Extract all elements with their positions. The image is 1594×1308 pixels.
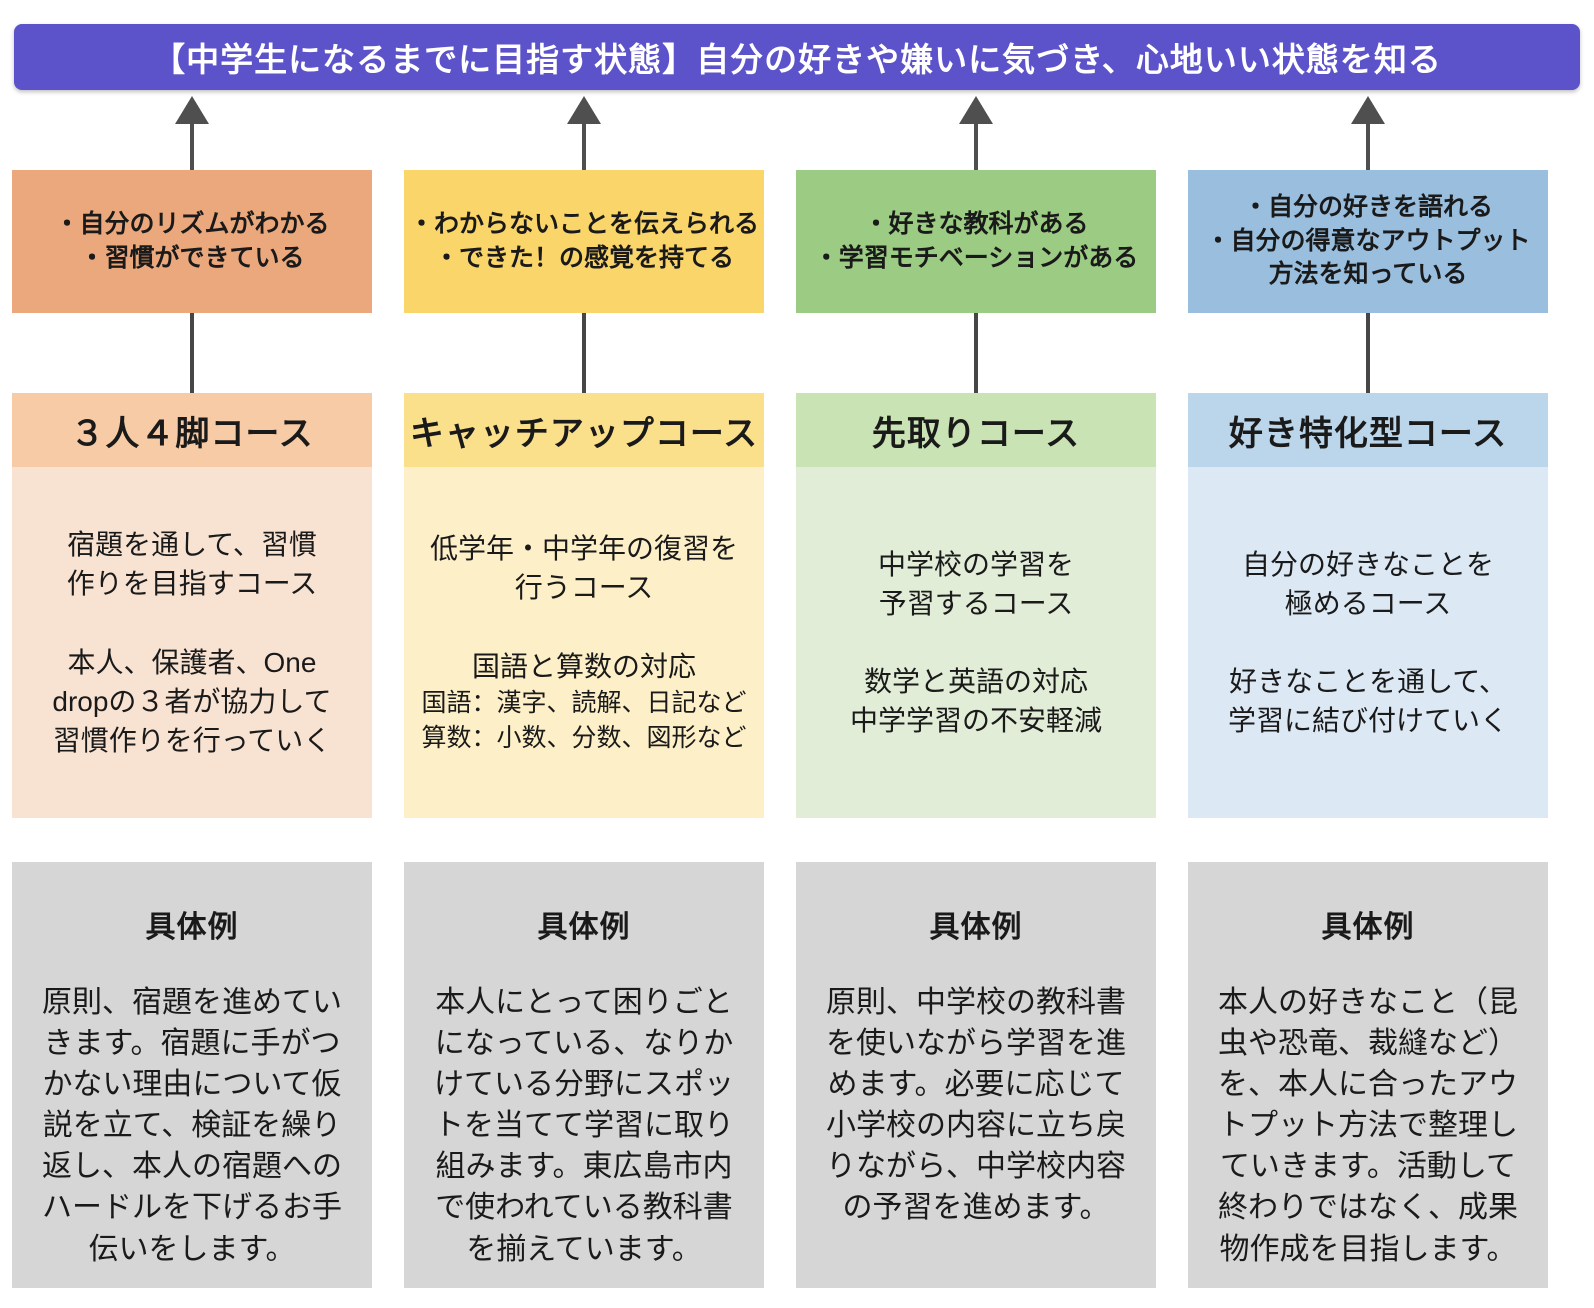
example-box: 具体例 本人の好きなこと（昆 虫や恐竜、裁縫など） を、本人に合ったアウ トプッ… xyxy=(1188,862,1548,1288)
example-title: 具体例 xyxy=(537,911,631,944)
arrow-shaft xyxy=(1366,124,1370,170)
example-box: 具体例 原則、宿題を進めてい きます。宿題に手がつ かない理由について仮 説を立… xyxy=(12,862,372,1288)
course-description-text: 中学校の学習を 予習するコース 数学と英語の対応 中学学習の不安軽減 xyxy=(849,548,1102,737)
arrow-head-icon xyxy=(567,96,601,124)
course-column-3: ・好きな教科がある ・学習モチベーションがある 先取りコース 中学校の学習を 予… xyxy=(796,0,1156,1308)
arrow-up-icon xyxy=(567,96,601,170)
arrow-up-icon xyxy=(175,96,209,170)
arrow-shaft xyxy=(190,124,194,170)
connector-line xyxy=(1366,313,1370,393)
course-description-text: 宿題を通して、習慣 作りを目指すコース 本人、保護者、One dropの３者が協… xyxy=(52,528,332,756)
example-text: 原則、宿題を進めてい きます。宿題に手がつ かない理由について仮 説を立て、検証… xyxy=(42,986,342,1266)
course-title: 先取りコース xyxy=(796,393,1156,467)
example-title: 具体例 xyxy=(929,911,1023,944)
course-description-text: 自分の好きなことを 極めるコース 好きなことを通して、 学習に結び付けていく xyxy=(1227,548,1508,737)
arrow-shaft xyxy=(582,124,586,170)
course-description: 低学年・中学年の復習を 行うコース 国語と算数の対応 国語：漢字、読解、日記など… xyxy=(404,467,764,818)
example-title: 具体例 xyxy=(1321,911,1415,944)
connector-line xyxy=(974,313,978,393)
course-description: 自分の好きなことを 極めるコース 好きなことを通して、 学習に結び付けていく xyxy=(1188,467,1548,818)
example-text: 本人の好きなこと（昆 虫や恐竜、裁縫など） を、本人に合ったアウ トプット方法で… xyxy=(1218,986,1518,1266)
connector-line xyxy=(582,313,586,393)
course-description-subtext: 国語：漢字、読解、日記など 算数：小数、分数、図形など xyxy=(421,688,747,752)
arrow-head-icon xyxy=(175,96,209,124)
course-description: 宿題を通して、習慣 作りを目指すコース 本人、保護者、One dropの３者が協… xyxy=(12,467,372,818)
course-column-1: ・自分のリズムがわかる ・習慣ができている ３人４脚コース 宿題を通して、習慣 … xyxy=(12,0,372,1308)
example-title: 具体例 xyxy=(145,911,239,944)
arrow-shaft xyxy=(974,124,978,170)
arrow-up-icon xyxy=(1351,96,1385,170)
goal-box: ・わからないことを伝えられる ・できた！の感覚を持てる xyxy=(404,170,764,313)
goal-box: ・自分のリズムがわかる ・習慣ができている xyxy=(12,170,372,313)
arrow-head-icon xyxy=(1351,96,1385,124)
course-title: キャッチアップコース xyxy=(404,393,764,467)
goal-banner: 【中学生になるまでに目指す状態】自分の好きや嫌いに気づき、心地いい状態を知る xyxy=(14,24,1580,90)
example-text: 原則、中学校の教科書 を使いながら学習を進 めます。必要に応じて 小学校の内容に… xyxy=(826,986,1126,1225)
goal-box: ・好きな教科がある ・学習モチベーションがある xyxy=(796,170,1156,313)
goal-box: ・自分の好きを語れる ・自分の得意なアウトプット 方法を知っている xyxy=(1188,170,1548,313)
course-title: ３人４脚コース xyxy=(12,393,372,467)
course-description: 中学校の学習を 予習するコース 数学と英語の対応 中学学習の不安軽減 xyxy=(796,467,1156,818)
example-text: 本人にとって困りごと になっている、なりか けている分野にスポッ トを当てて学習… xyxy=(434,986,734,1266)
course-column-2: ・わからないことを伝えられる ・できた！の感覚を持てる キャッチアップコース 低… xyxy=(404,0,764,1308)
connector-line xyxy=(190,313,194,393)
course-column-4: ・自分の好きを語れる ・自分の得意なアウトプット 方法を知っている 好き特化型コ… xyxy=(1188,0,1548,1308)
example-box: 具体例 本人にとって困りごと になっている、なりか けている分野にスポッ トを当… xyxy=(404,862,764,1288)
example-box: 具体例 原則、中学校の教科書 を使いながら学習を進 めます。必要に応じて 小学校… xyxy=(796,862,1156,1288)
course-description-text: 低学年・中学年の復習を 行うコース 国語と算数の対応 xyxy=(429,533,738,682)
course-title: 好き特化型コース xyxy=(1188,393,1548,467)
arrow-head-icon xyxy=(959,96,993,124)
arrow-up-icon xyxy=(959,96,993,170)
